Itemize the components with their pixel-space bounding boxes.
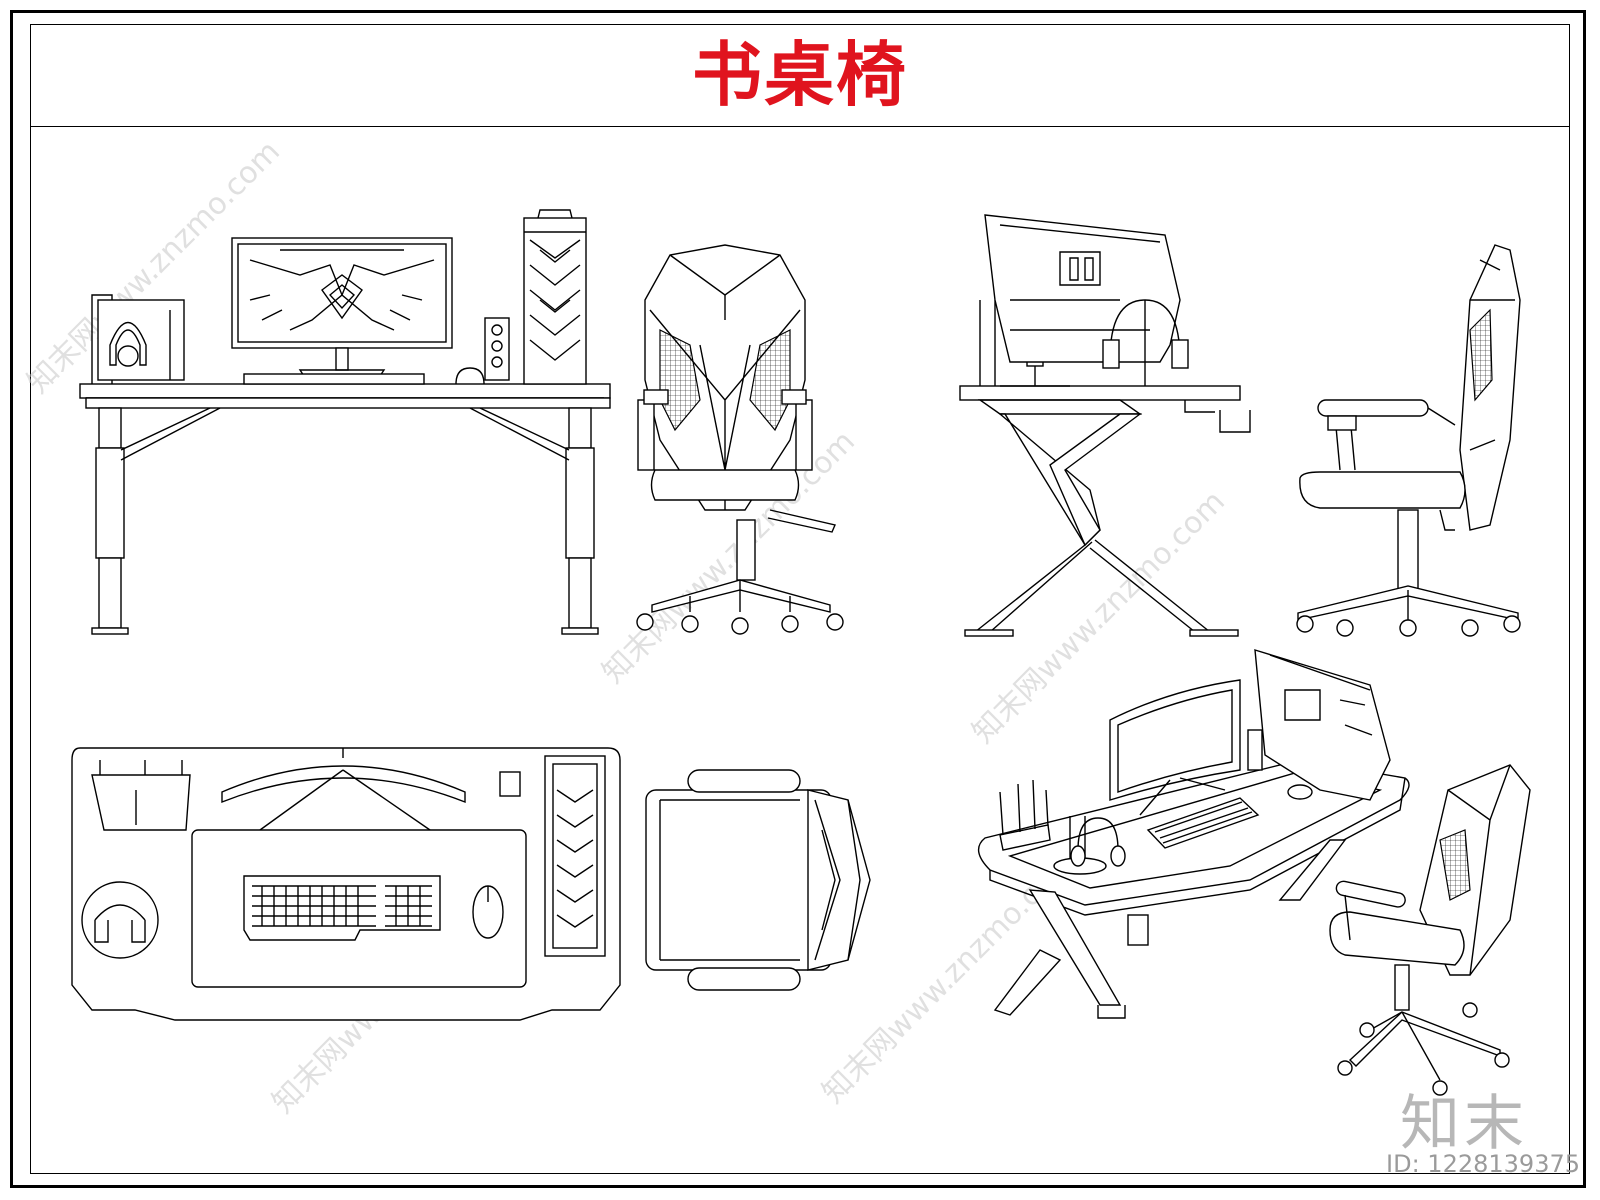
- desk-plan: [71, 747, 621, 1021]
- keyboard-keys: [252, 885, 432, 927]
- chair-side-elevation: [1296, 244, 1521, 637]
- perspective-view: [977, 649, 1531, 1096]
- watermark-logo: 知末: [1400, 1089, 1528, 1159]
- desk-side-elevation: [959, 214, 1251, 637]
- chair-plan: [645, 769, 871, 991]
- watermark-id: ID: 1228139375: [1386, 1150, 1580, 1178]
- drawing-border-inner: [30, 24, 1570, 1174]
- drawing-title: 书桌椅: [692, 33, 908, 116]
- desk-front-elevation: [79, 209, 611, 635]
- title-divider-line: [30, 126, 1570, 127]
- drawing-border-outer: [10, 10, 1586, 1188]
- chair-front-elevation: [636, 244, 844, 635]
